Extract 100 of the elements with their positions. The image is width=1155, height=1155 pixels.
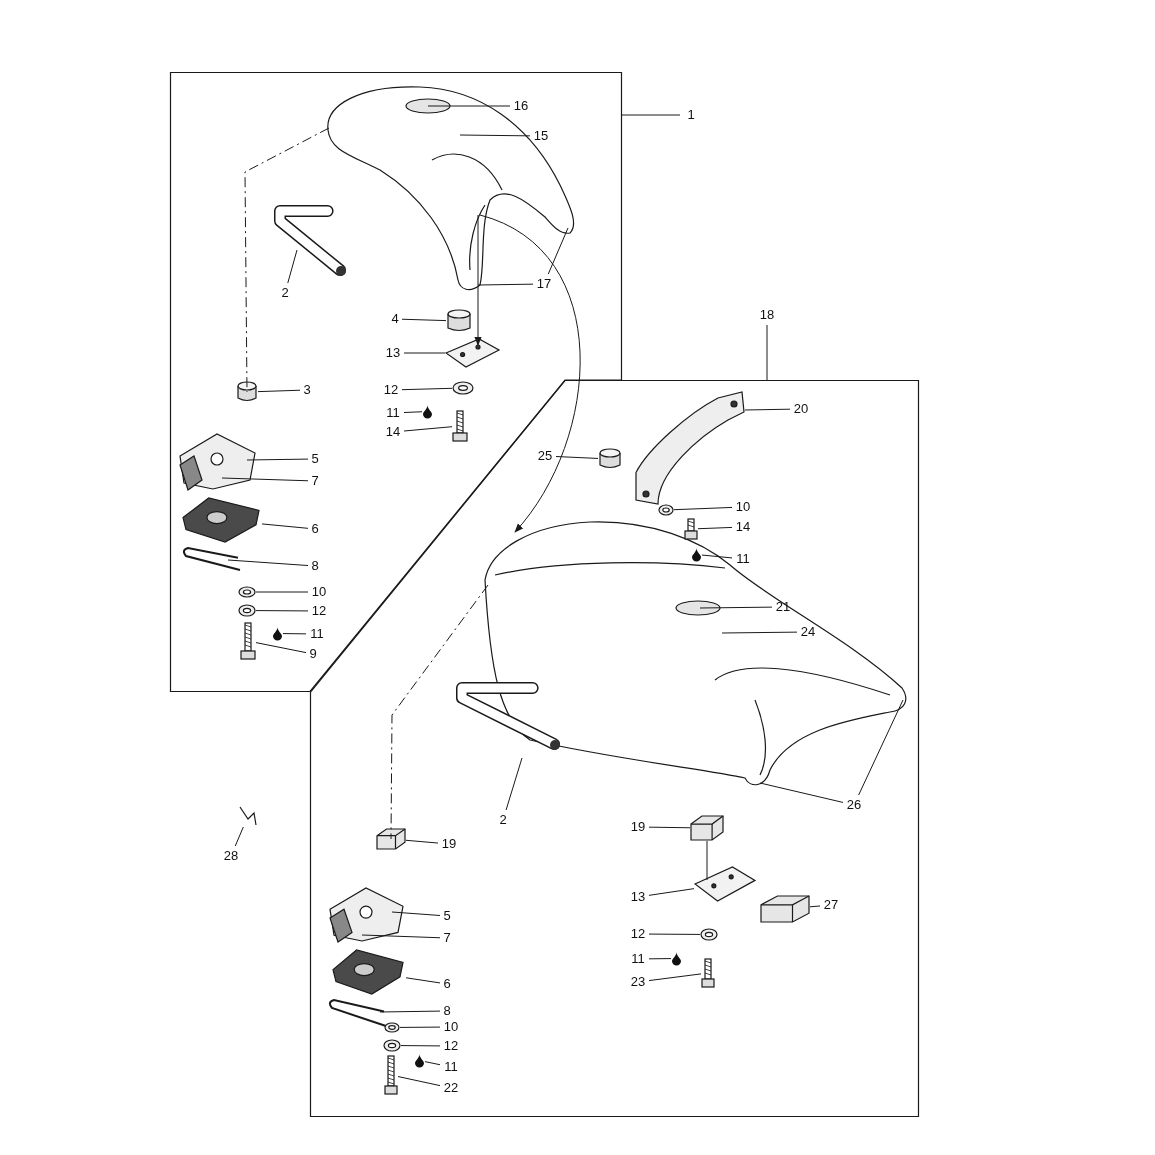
latch-drawing: [326, 886, 406, 944]
callout-number: 10: [308, 582, 330, 602]
callout-number: 19: [438, 834, 460, 854]
leader-line: [403, 426, 453, 432]
callout-number: 17: [533, 274, 555, 294]
bolt-drawing: [701, 958, 715, 988]
washer-drawing: [384, 1022, 400, 1033]
leader-line: [405, 977, 441, 984]
callout-number: 5: [308, 449, 322, 469]
callout-number: 16: [510, 96, 532, 116]
leader-line: [459, 134, 531, 137]
drop-icon: [691, 547, 702, 562]
leader-line: [505, 757, 523, 811]
callout-number: 13: [382, 343, 404, 363]
leader-line: [721, 631, 798, 634]
leader-line: [555, 456, 599, 459]
latch-drawing: [176, 432, 258, 492]
leader-line: [744, 408, 791, 411]
leader-line: [699, 606, 773, 609]
leader-line: [255, 591, 309, 593]
callout-number: 2: [496, 810, 510, 830]
callout-number: 18: [755, 305, 779, 325]
washer-drawing: [452, 381, 474, 395]
callout-number: 11: [627, 949, 649, 969]
washer-drawing: [238, 586, 256, 598]
rubber-block-drawing: [690, 815, 724, 841]
leader-line: [361, 934, 441, 939]
callout-number: 11: [382, 403, 404, 423]
leader-line: [246, 458, 309, 461]
latch-plate-drawing: [694, 866, 756, 902]
leader-line: [621, 114, 681, 116]
washer-drawing: [700, 928, 718, 941]
callout-number: 27: [820, 895, 842, 915]
leader-line: [221, 477, 309, 482]
leader-line: [255, 610, 309, 612]
assembly-line: [390, 584, 489, 840]
callout-number: 11: [440, 1057, 462, 1077]
leader-line: [858, 699, 904, 796]
leader-line: [697, 526, 733, 530]
latch-plate-drawing: [445, 338, 500, 368]
leader-line: [379, 1010, 441, 1013]
callout-number: 5: [440, 906, 454, 926]
leader-line: [403, 352, 446, 354]
leader-line: [282, 633, 307, 635]
callout-number: 7: [440, 928, 454, 948]
leader-line: [227, 559, 309, 566]
leader-line: [547, 227, 569, 275]
drop-icon: [671, 951, 682, 966]
callout-number: 21: [772, 597, 794, 617]
callout-number: 6: [308, 519, 322, 539]
leader-line: [405, 839, 439, 844]
callout-number: 26: [843, 795, 865, 815]
callout-number: 23: [627, 972, 649, 992]
leader-line: [400, 1045, 441, 1047]
drop-icon: [422, 404, 433, 419]
callout-number: 7: [308, 471, 322, 491]
callout-number: 6: [440, 974, 454, 994]
callout-number: 11: [306, 624, 328, 644]
callout-number: 2: [278, 283, 292, 303]
leader-line: [809, 905, 821, 908]
leader-line: [701, 554, 733, 559]
callout-number: 8: [308, 556, 322, 576]
leader-line: [477, 283, 534, 286]
leader-line: [766, 324, 768, 381]
group-frame: [170, 72, 622, 692]
callout-number: 15: [530, 126, 552, 146]
leader-line: [648, 973, 702, 982]
callout-number: 19: [627, 817, 649, 837]
callout-number: 22: [440, 1078, 462, 1098]
leader-line: [759, 782, 844, 803]
leader-line: [424, 1061, 441, 1066]
arrow: [479, 214, 581, 533]
wire-clip-drawing: [326, 998, 388, 1028]
leader-line: [401, 387, 453, 391]
leader-line: [648, 958, 672, 960]
rubber-block-drawing: [760, 895, 810, 923]
leader-line: [234, 826, 244, 847]
stopper-drawing: [598, 447, 622, 471]
bolt-drawing: [240, 622, 256, 660]
leader-line: [397, 1076, 441, 1087]
callout-number: 28: [220, 846, 242, 866]
group-frame: [310, 380, 919, 1117]
drop-icon: [272, 626, 283, 641]
washer-drawing: [238, 604, 256, 617]
callout-number: 11: [732, 549, 754, 569]
rubber-block-drawing: [376, 828, 406, 850]
bolt-drawing: [452, 410, 468, 442]
callout-number: 14: [732, 517, 754, 537]
leader-line: [401, 318, 447, 322]
leader-line: [261, 523, 309, 529]
callout-number: 3: [300, 380, 314, 400]
callout-number: 12: [380, 380, 402, 400]
leader-line: [403, 411, 423, 413]
callout-number: 20: [790, 399, 812, 419]
leader-line: [648, 826, 691, 829]
leader-line: [391, 911, 441, 916]
stopper-drawing: [446, 308, 472, 334]
arrow: [474, 214, 482, 346]
callout-number: 12: [440, 1036, 462, 1056]
stopper-drawing: [236, 380, 258, 404]
